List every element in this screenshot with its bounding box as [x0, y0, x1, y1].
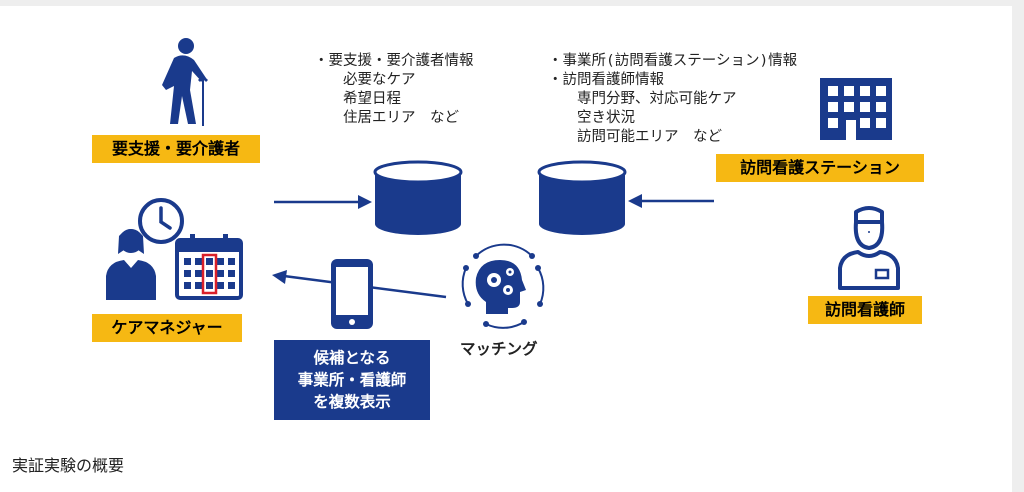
info-right: ・事業所(訪問看護ステーション)情報 ・訪問看護師情報 専門分野、対応可能ケア …	[548, 53, 798, 145]
label-nurse: 訪問看護師	[808, 296, 922, 324]
result-line: 事業所・看護師	[297, 371, 407, 389]
label-elder: 要支援・要介護者	[92, 135, 260, 163]
label-station: 訪問看護ステーション	[716, 154, 924, 182]
office-building-icon	[820, 78, 892, 140]
smartphone-icon	[331, 259, 373, 329]
database-icon	[373, 160, 463, 235]
label-care-manager: ケアマネジャー	[92, 314, 242, 342]
database-icon	[537, 160, 627, 235]
person-icon	[106, 229, 156, 300]
caption: 実証実験の概要	[12, 456, 125, 475]
info-left: ・要支援・要介護者情報 必要なケア 希望日程 住居エリア など	[314, 53, 474, 126]
matching-label: マッチング	[460, 340, 538, 358]
result-line: 候補となる	[313, 349, 391, 367]
clock-icon	[138, 198, 184, 244]
calendar-icon	[175, 234, 243, 300]
result-line: を複数表示	[313, 393, 391, 411]
ai-head-gears-icon	[461, 243, 545, 329]
elder-with-cane-icon	[162, 38, 208, 126]
nurse-icon	[838, 206, 900, 290]
result-box: 候補となる 事業所・看護師 を複数表示	[274, 340, 430, 420]
